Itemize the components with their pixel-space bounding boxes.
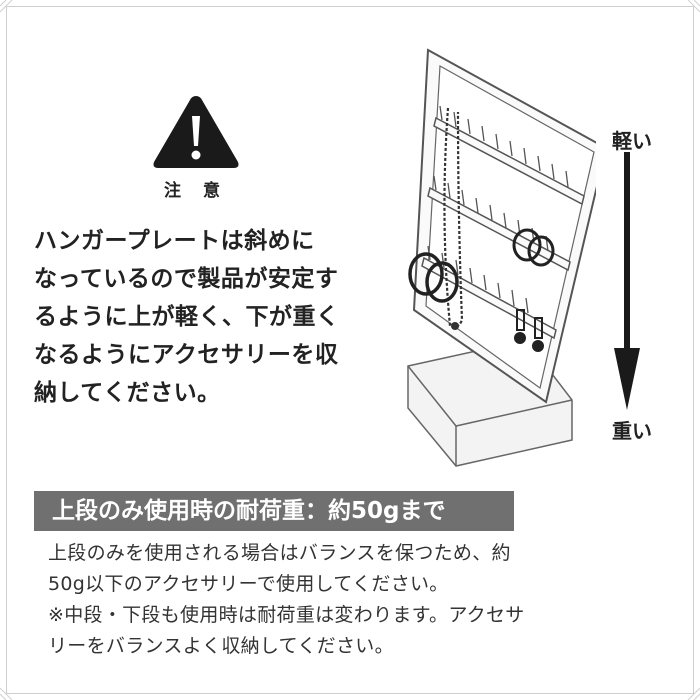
note-line: リーをバランスよく収納してください。: [48, 635, 394, 657]
warning-line: 納してください。: [34, 380, 221, 406]
jewelry-stand-illustration: [407, 48, 596, 467]
caution-label: 注 意: [164, 181, 228, 201]
load-limit-banner: 上段のみ使用時の耐荷重：約50gまで: [34, 491, 514, 531]
page-frame: [6, 6, 694, 694]
warning-triangle-icon: [153, 96, 239, 168]
note-line: 50g以下のアクセサリーで使用してください。: [48, 573, 449, 595]
down-arrow-icon: [614, 152, 640, 410]
warning-line: るように上が軽く、下が重く: [34, 304, 340, 330]
warning-line: なっているので製品が安定す: [34, 266, 339, 292]
warning-line: なるようにアクセサリーを収: [34, 342, 339, 368]
weight-heavy-label: 重い: [612, 419, 652, 443]
load-note-text: 上段のみを使用される場合はバランスを保つため、約 50g以下のアクセサリーで使用…: [48, 538, 668, 662]
weight-light-label: 軽い: [612, 129, 652, 153]
note-line: ※中段・下段も使用時は耐荷重は変わります。アクセサ: [48, 604, 525, 626]
note-line: 上段のみを使用される場合はバランスを保つため、約: [48, 542, 511, 564]
warning-line: ハンガープレートは斜めに: [34, 228, 315, 254]
warning-text: ハンガープレートは斜めに なっているので製品が安定す るように上が軽く、下が重く…: [34, 222, 374, 412]
